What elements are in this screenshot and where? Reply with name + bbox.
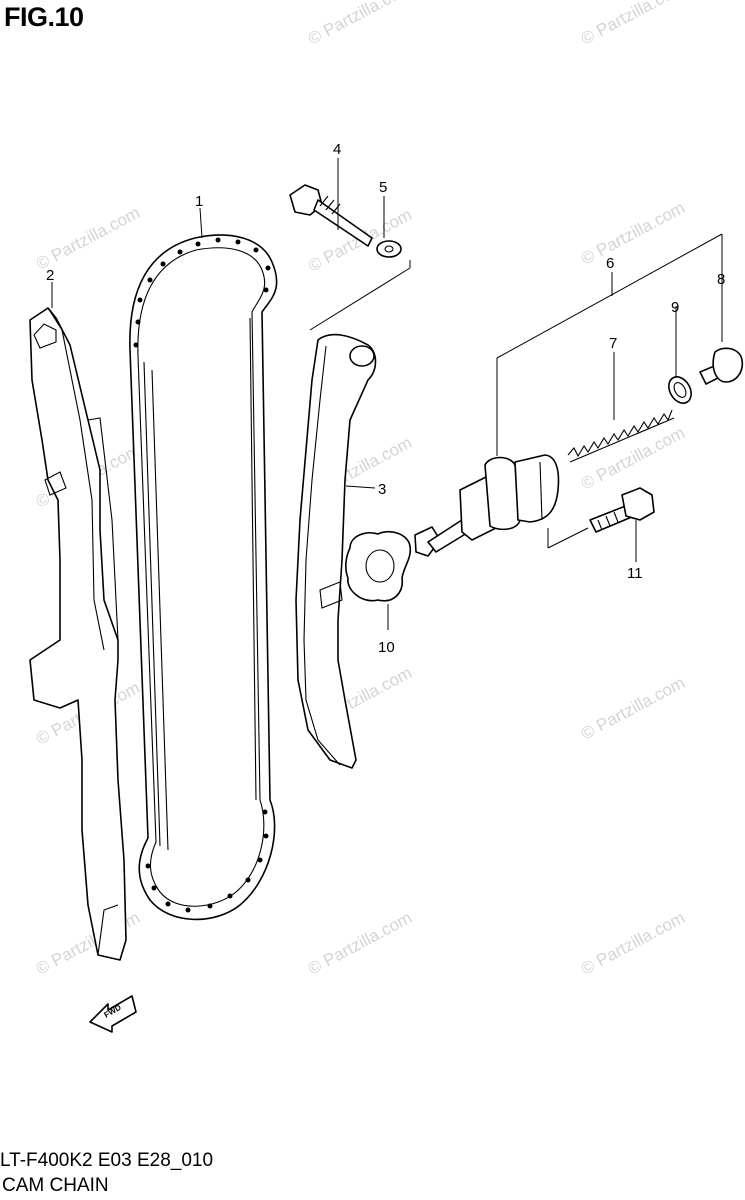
watermark-group: © Partzilla.com © Partzilla.com © Partzi… <box>33 0 688 979</box>
cam-chain-guide-rear <box>29 307 127 961</box>
tensioner-spring <box>567 409 675 463</box>
callout-labels: 1 2 3 4 5 6 7 8 9 10 11 <box>46 141 725 656</box>
callout-3: 3 <box>378 481 386 498</box>
leader-lines <box>51 158 723 630</box>
adjuster-bolt <box>589 487 655 533</box>
watermark: © Partzilla.com <box>578 198 688 269</box>
callout-10: 10 <box>378 639 395 656</box>
washer <box>376 240 402 258</box>
watermark: © Partzilla.com <box>305 908 415 979</box>
tensioner-gasket <box>345 530 412 602</box>
part-name: CAM CHAIN <box>2 1175 109 1196</box>
callout-2: 2 <box>46 267 54 284</box>
watermark: © Partzilla.com <box>578 673 688 744</box>
callout-6: 6 <box>606 255 614 272</box>
plug-bolt <box>699 347 744 385</box>
watermark: © Partzilla.com <box>578 908 688 979</box>
callout-9: 9 <box>671 299 679 316</box>
forward-arrow-icon: FWD <box>89 995 137 1033</box>
watermark: © Partzilla.com <box>305 0 415 49</box>
assembly-lines <box>309 233 723 549</box>
callout-5: 5 <box>379 179 387 196</box>
cam-chain <box>129 234 278 921</box>
callout-1: 1 <box>195 193 203 210</box>
figure-title: FIG.10 <box>4 2 84 32</box>
model-code: LT-F400K2 E03 E28_010 <box>0 1150 214 1171</box>
tension-adjuster-assembly <box>414 454 560 557</box>
callout-11: 11 <box>627 565 643 582</box>
callout-4: 4 <box>333 141 341 158</box>
o-ring <box>668 376 692 404</box>
watermark: © Partzilla.com <box>578 0 688 49</box>
cam-chain-tensioner-guide <box>295 333 377 769</box>
watermark: © Partzilla.com <box>33 908 143 979</box>
callout-8: 8 <box>717 271 725 288</box>
guide-bolt <box>289 184 373 247</box>
watermark: © Partzilla.com <box>33 203 143 274</box>
watermark: © Partzilla.com <box>578 423 688 494</box>
callout-7: 7 <box>609 335 617 352</box>
